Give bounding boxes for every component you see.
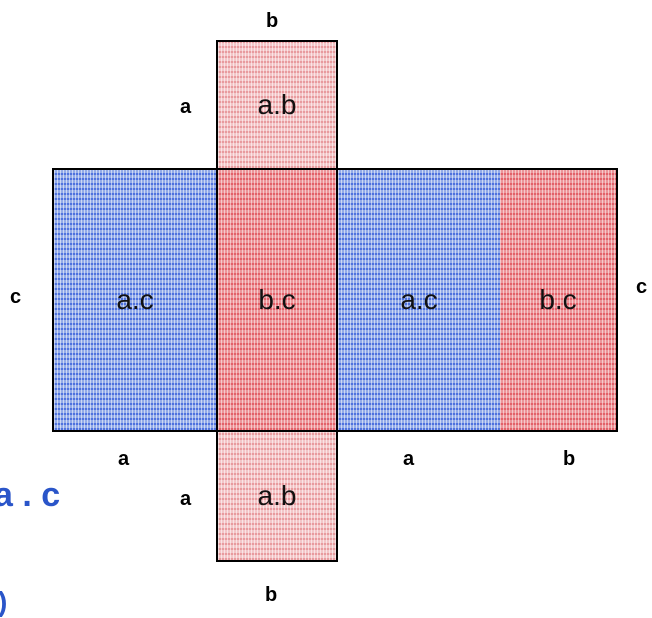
face-left-ac: a.c — [52, 168, 218, 432]
dim-top-b: b — [266, 10, 279, 32]
face-top-label: a.b — [257, 89, 297, 120]
face-bottom-label: a.b — [257, 480, 297, 511]
face-left-label: a.c — [116, 284, 154, 315]
dim-lower-a: a — [180, 488, 192, 510]
face-center-bc: b.c — [216, 168, 338, 432]
dim-bottom-b-right: b — [563, 448, 576, 470]
face-right-red-label: b.c — [539, 284, 577, 315]
face-right-bc: b.c — [500, 168, 618, 432]
face-bottom-ab: a.b — [216, 430, 338, 562]
face-top-ab: a.b — [216, 40, 338, 170]
dim-bottom-b: b — [265, 584, 278, 606]
dim-right-c: c — [636, 276, 648, 298]
dim-top-a: a — [180, 96, 192, 118]
face-center-label: b.c — [258, 284, 296, 315]
background-paren-fragment: ) — [0, 586, 7, 618]
face-right-ac: a.c — [336, 168, 502, 432]
background-formula-fragment: a . c — [0, 476, 61, 514]
face-right-blue-label: a.c — [400, 284, 438, 315]
dim-bottom-a-left: a — [118, 448, 130, 470]
dim-bottom-a-mid: a — [403, 448, 415, 470]
dim-left-c: c — [10, 286, 22, 308]
